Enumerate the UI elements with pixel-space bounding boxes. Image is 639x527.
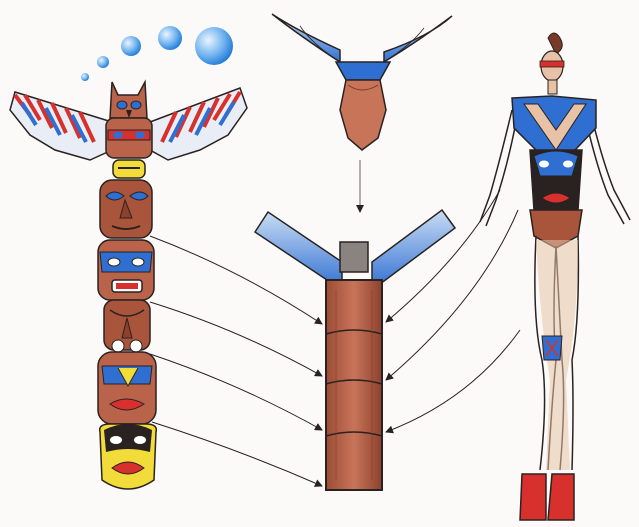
right-wing-icon bbox=[150, 88, 247, 160]
left-wing-icon bbox=[10, 92, 112, 160]
totem-face-4 bbox=[104, 300, 150, 352]
totem-pole bbox=[10, 26, 247, 489]
bird-head-icon bbox=[110, 82, 147, 118]
mapping-arrows-left bbox=[150, 236, 322, 486]
totem-face-1 bbox=[106, 118, 152, 178]
totem-face-3 bbox=[98, 240, 154, 300]
totem-face-5 bbox=[98, 352, 156, 424]
bubbles-icon bbox=[81, 26, 233, 81]
wings-collar-sketch bbox=[272, 14, 452, 150]
totem-face-6 bbox=[100, 424, 157, 489]
fashion-model bbox=[480, 33, 630, 520]
totem-face-2 bbox=[100, 180, 152, 238]
segmented-column bbox=[255, 210, 455, 490]
